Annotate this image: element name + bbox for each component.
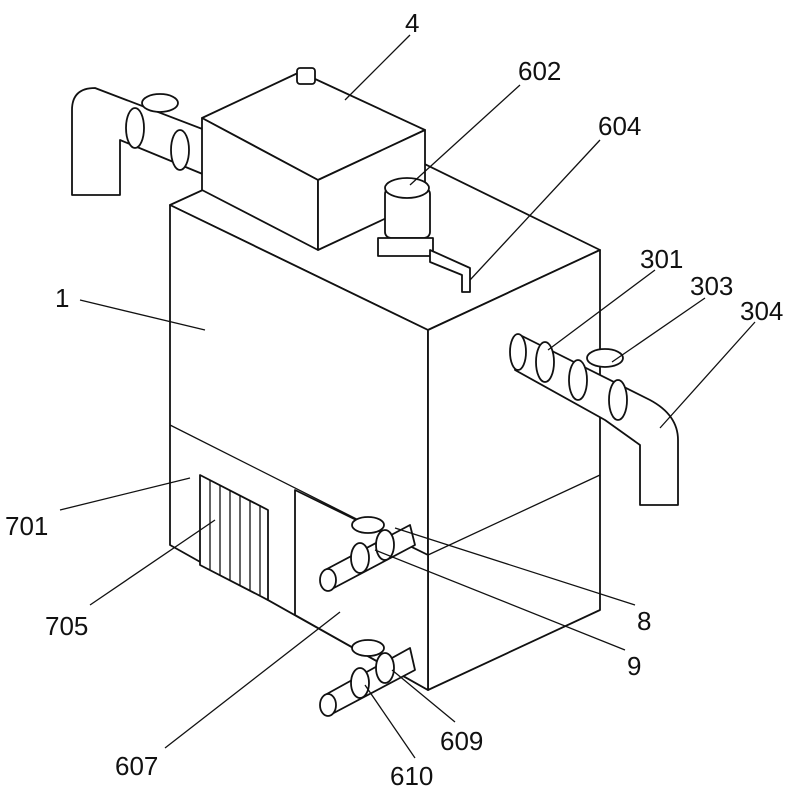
- label-303: 303: [690, 271, 733, 301]
- upper-drain-pipe: [319, 516, 416, 592]
- top-tank: [201, 67, 426, 251]
- label-607: 607: [115, 751, 158, 781]
- label-604: 604: [598, 111, 641, 141]
- label-610: 610: [390, 761, 433, 791]
- label-1: 1: [55, 283, 69, 313]
- right-inlet-pipe: [509, 333, 679, 506]
- left-inlet-pipe: [71, 87, 206, 196]
- lower-drain-pipe: [319, 639, 416, 717]
- label-609: 609: [440, 726, 483, 756]
- label-701: 701: [5, 511, 48, 541]
- label-4: 4: [405, 8, 419, 38]
- label-301: 301: [640, 244, 683, 274]
- label-602: 602: [518, 56, 561, 86]
- label-8: 8: [637, 606, 651, 636]
- label-705: 705: [45, 611, 88, 641]
- vent-grille: [199, 474, 269, 601]
- leader-lines: [59, 34, 756, 759]
- label-9: 9: [627, 651, 641, 681]
- label-304: 304: [740, 296, 783, 326]
- motor: [377, 177, 471, 293]
